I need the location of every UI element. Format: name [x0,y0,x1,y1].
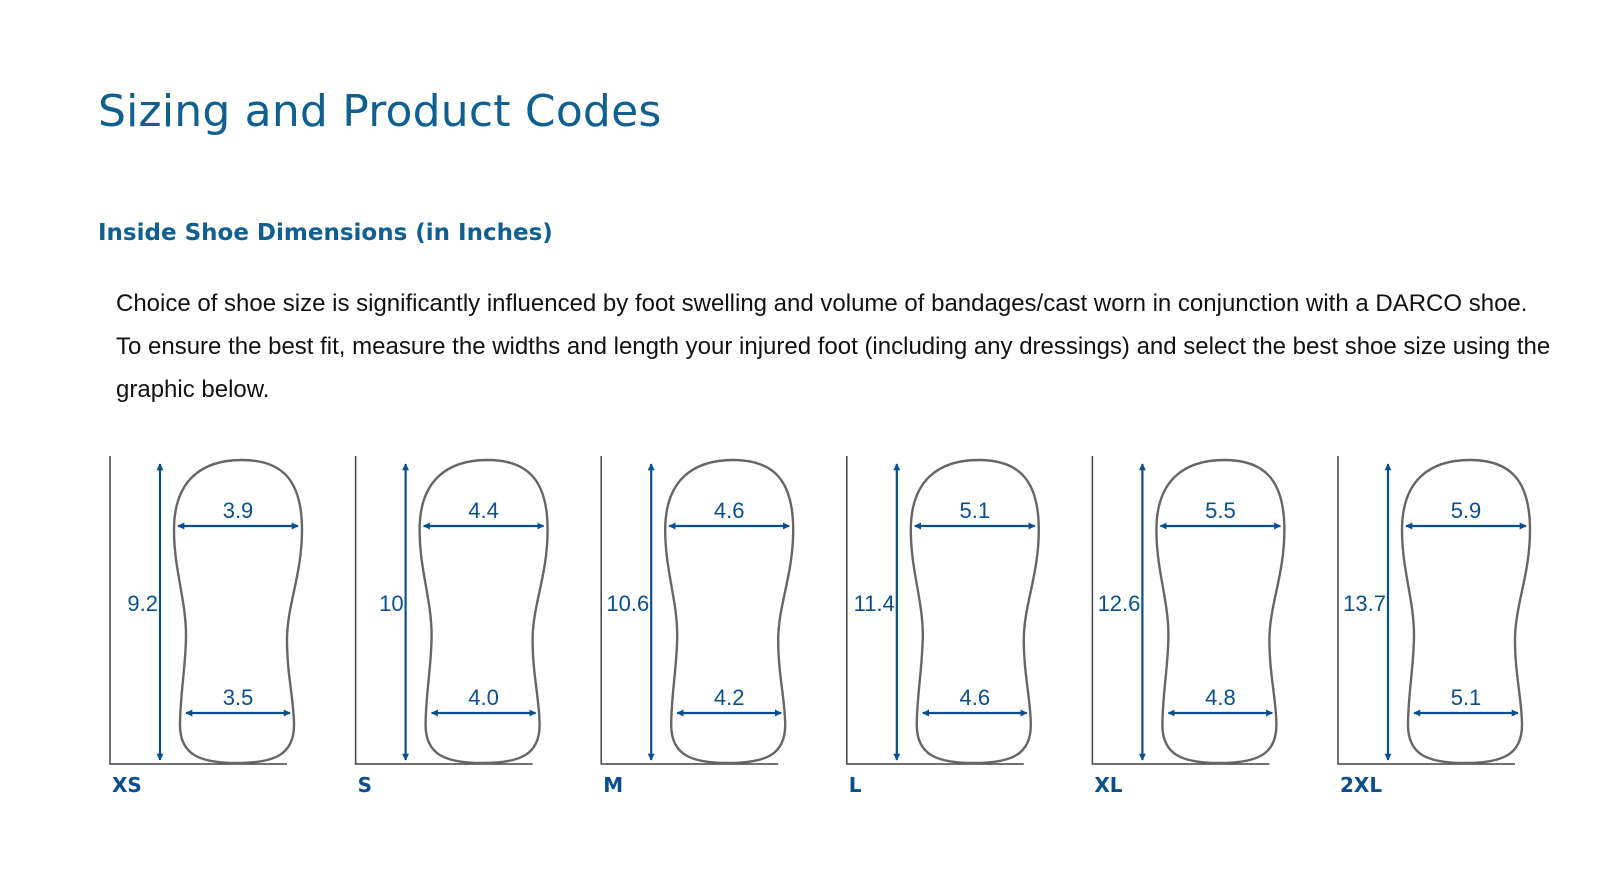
shoe-outline [1155,458,1286,765]
section-title: Inside Shoe Dimensions (in Inches) [98,220,553,246]
size-label: M [603,773,623,797]
front-width-value: 5.5 [1205,498,1236,523]
size-panel-l: 11.4 5.1 4.6L [846,456,1041,797]
size-panel-s: 10 4.4 4.0S [354,456,549,797]
front-width-value: 3.9 [223,498,254,523]
length-value: 13.7 [1343,591,1386,616]
intro-paragraph: Choice of shoe size is significantly inf… [116,290,1551,403]
size-panel-m: 10.6 4.6 4.2M [600,456,795,797]
size-label: XL [1094,773,1122,797]
heel-width-value: 4.0 [468,685,499,710]
heel-width-value: 3.5 [223,685,254,710]
heel-width-value: 4.6 [960,685,991,710]
size-label: XS [112,773,142,797]
front-width-value: 5.1 [960,498,991,523]
length-value: 9.2 [127,591,158,616]
front-width-value: 4.6 [714,498,745,523]
heel-width-value: 4.2 [714,685,745,710]
length-value: 10.6 [606,591,649,616]
size-label: 2XL [1340,773,1382,797]
page-title: Sizing and Product Codes [98,86,662,137]
heel-width-value: 5.1 [1451,685,1482,710]
heel-width-value: 4.8 [1205,685,1236,710]
shoe-outline [172,458,304,765]
length-value: 11.4 [854,591,895,616]
front-width-value: 5.9 [1451,498,1482,523]
size-panel-xl: 12.6 5.5 4.8XL [1091,456,1286,797]
shoe-outline [1400,458,1532,765]
shoe-outline [663,458,795,765]
size-panel-xs: 9.2 3.9 3.5XS [109,456,304,797]
shoe-outline [909,458,1041,765]
size-panel-2xl: 13.7 5.9 5.1 2XL [1337,456,1532,797]
shoe-outline [418,458,549,765]
front-width-value: 4.4 [468,498,499,523]
size-label: S [358,773,372,797]
length-value: 12.6 [1098,591,1141,616]
length-value: 10 [379,591,403,616]
size-label: L [849,773,862,797]
